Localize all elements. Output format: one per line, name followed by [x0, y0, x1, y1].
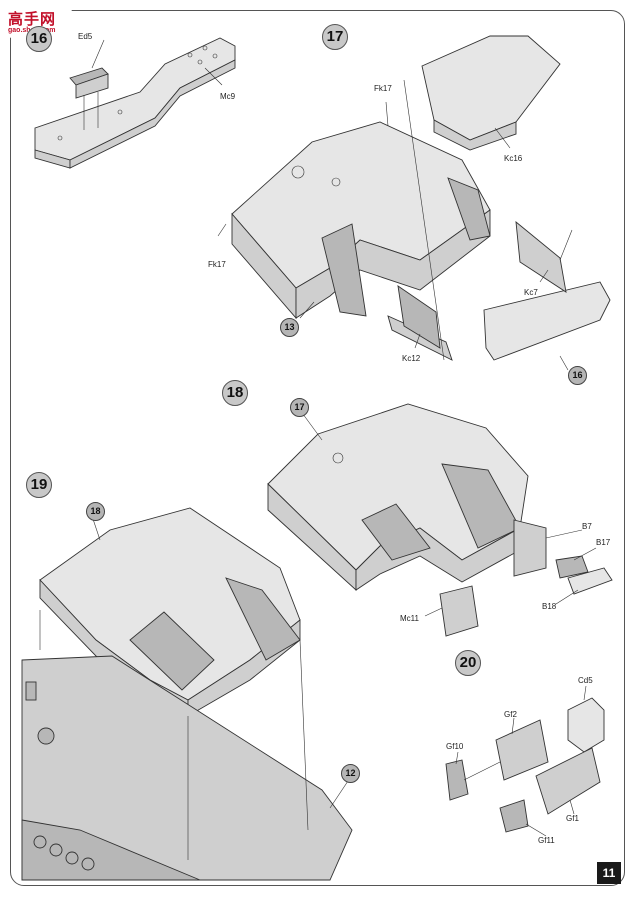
step-18-number: 18 [222, 380, 248, 406]
label-ed5: Ed5 [78, 32, 93, 41]
label-gf10: Gf10 [446, 742, 464, 751]
step-19-number: 19 [26, 472, 52, 498]
step-17-number: 17 [322, 24, 348, 50]
label-b18: B18 [542, 602, 557, 611]
page-number: 11 [597, 862, 621, 884]
label-fk17-left: Fk17 [208, 260, 226, 269]
label-b7: B7 [582, 522, 592, 531]
label-b17: B17 [596, 538, 611, 547]
step-16-number: 16 [26, 26, 52, 52]
ref-17: 17 [290, 398, 309, 417]
label-kc16: Kc16 [504, 154, 523, 163]
label-gf1: Gf1 [566, 814, 579, 823]
page-frame [10, 10, 625, 886]
ref-13: 13 [280, 318, 299, 337]
step18-hull [267, 403, 613, 637]
label-kc7: Kc7 [524, 288, 538, 297]
step20-parts [445, 685, 605, 837]
label-gf2: Gf2 [504, 710, 517, 719]
ref-12: 12 [341, 764, 360, 783]
label-mc9: Mc9 [220, 92, 236, 101]
step19-hull [21, 507, 353, 881]
label-cd5: Cd5 [578, 676, 593, 685]
logo-text: 高手网 [8, 11, 57, 28]
step16-plate [34, 37, 236, 169]
step17-hull [217, 35, 611, 371]
label-gf11: Gf11 [538, 836, 555, 845]
step-20-number: 20 [455, 650, 481, 676]
label-fk17-top: Fk17 [374, 84, 392, 93]
ref-16: 16 [568, 366, 587, 385]
label-mc11: Mc11 [400, 614, 419, 623]
ref-18: 18 [86, 502, 105, 521]
label-kc12: Kc12 [402, 354, 421, 363]
